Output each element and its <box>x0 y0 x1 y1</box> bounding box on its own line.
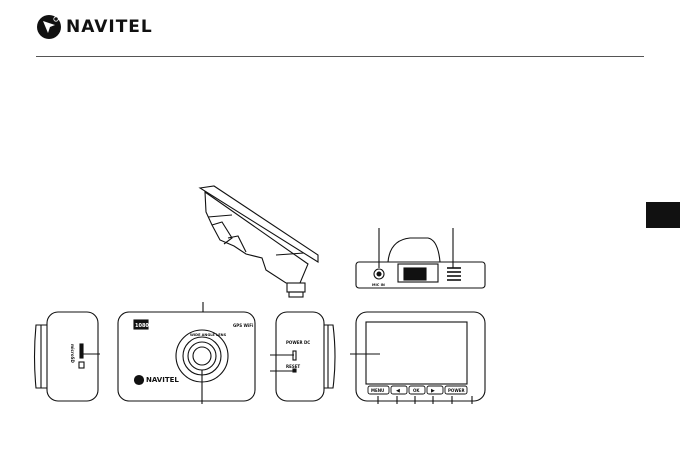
top-view <box>355 228 486 289</box>
power-button[interactable]: POWER <box>444 385 468 395</box>
back-view <box>350 311 486 404</box>
lens-ring-text: WIDE ANGLE LENS <box>190 333 227 337</box>
front-brand: NAVITEL <box>146 376 179 384</box>
left-side-view <box>33 311 100 402</box>
header-divider <box>36 56 644 57</box>
ok-button-label: OK <box>413 388 420 393</box>
right-arrow-button[interactable]: ▶ <box>426 385 444 395</box>
menu-button[interactable]: MENU <box>367 385 390 395</box>
ok-button[interactable]: OK <box>408 385 426 395</box>
power-button-label: POWER <box>448 388 465 393</box>
power-port-label: POWER DC <box>286 340 310 345</box>
left-arrow-button[interactable]: ◀ <box>390 385 408 395</box>
navitel-logo-icon <box>37 15 61 39</box>
right-side-view <box>270 311 336 402</box>
menu-button-label: MENU <box>371 388 384 393</box>
front-badge: 1080 <box>135 323 149 329</box>
section-tab <box>646 202 680 228</box>
front-view <box>117 302 256 404</box>
mic-in-label: MIC IN <box>372 283 385 287</box>
reset-label: RESET <box>286 364 300 369</box>
back-buttons: MENU ◀ OK ▶ POWER <box>367 385 468 395</box>
left-arrow-button-label: ◀ <box>396 388 400 394</box>
mount-bracket <box>198 185 319 298</box>
speaker-grille <box>447 267 461 281</box>
microsd-slot-label: microSD <box>70 344 75 364</box>
right-arrow-button-label: ▶ <box>431 388 435 394</box>
front-wifi-label: GPS WiFi <box>233 323 254 328</box>
brand-name: NAVITEL <box>66 17 153 37</box>
brand-logo: NAVITEL <box>36 14 153 40</box>
